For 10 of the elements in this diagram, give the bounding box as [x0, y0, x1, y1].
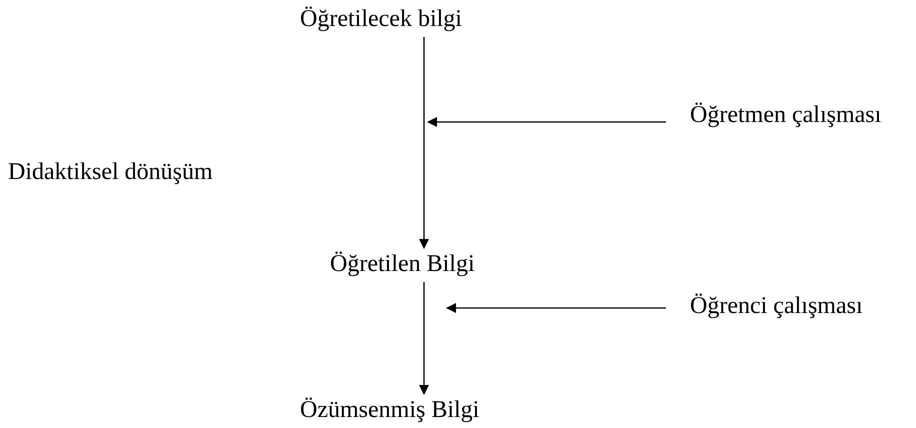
node-text: Öğrenci çalışması	[690, 294, 863, 318]
arrow	[419, 37, 429, 249]
annotation-text: Didaktiksel dönüşüm	[8, 160, 213, 184]
arrow	[419, 282, 429, 395]
node-text: Öğretmen çalışması	[690, 103, 882, 127]
arrow	[427, 117, 666, 127]
node-text: Özümsenmiş Bilgi	[300, 398, 480, 422]
node-text: Öğretilen Bilgi	[330, 252, 475, 276]
node-text: Öğretilecek bilgi	[300, 7, 462, 31]
arrow	[446, 303, 666, 313]
